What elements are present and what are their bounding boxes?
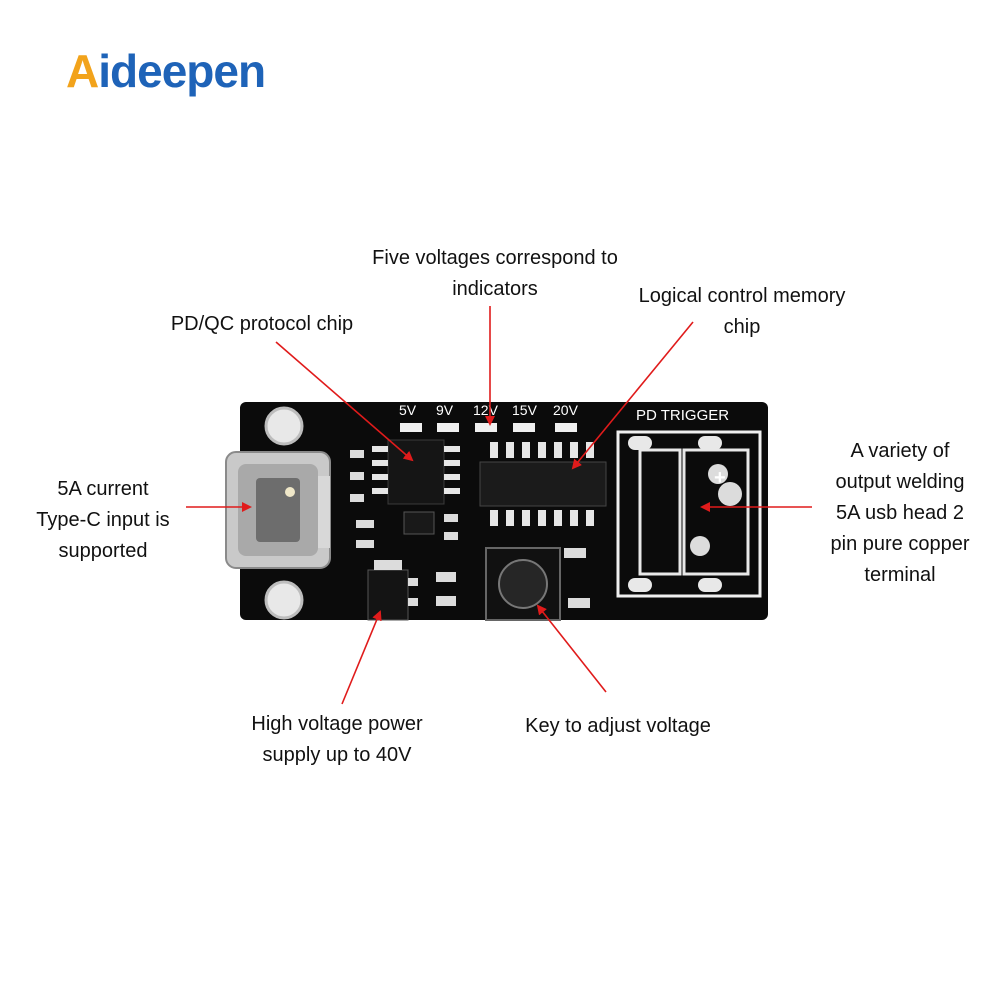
- pcb-board: PD TRIGGER 5V 9V 12V 15V 20V +: [225, 402, 768, 621]
- label-terminal: A variety of output welding 5A usb head …: [830, 440, 970, 586]
- label-five-voltages: Five voltages correspond to indicators: [372, 247, 618, 300]
- silkscreen-title: PD TRIGGER: [636, 407, 729, 424]
- logo-letter-a: A: [66, 45, 99, 97]
- pd-qc-chip: [372, 439, 460, 505]
- label-logic-chip: Logical control memory chip: [638, 285, 846, 338]
- silk-12v: 12V: [473, 402, 499, 418]
- arrow-pd-chip: [275, 341, 414, 462]
- arrow-high-voltage: [341, 610, 382, 705]
- silk-9v: 9V: [436, 402, 454, 418]
- type-c-connector: [225, 451, 331, 569]
- mounting-hole-top: [264, 406, 304, 446]
- voltage-leds: [400, 423, 577, 432]
- adjust-key: [485, 547, 561, 621]
- arrow-logic-chip: [571, 321, 694, 470]
- silk-20v: 20V: [553, 402, 579, 418]
- mounting-hole-bottom: [264, 580, 304, 620]
- label-pd-chip: PD/QC protocol chip: [170, 313, 354, 335]
- label-key: Key to adjust voltage: [525, 715, 711, 737]
- logic-control-chip: [479, 442, 607, 526]
- label-type-c: 5A current Type-C input is supported: [36, 478, 170, 562]
- silk-5v: 5V: [399, 402, 417, 418]
- silk-15v: 15V: [512, 402, 538, 418]
- silk-plus: +: [714, 467, 726, 489]
- annotation-arrows: [186, 306, 812, 705]
- logo-text: ideepen: [98, 45, 266, 97]
- label-high-voltage: High voltage power supply up to 40V: [251, 713, 423, 766]
- brand-logo: Aideepen: [66, 45, 266, 97]
- passive-components: [350, 450, 590, 608]
- output-terminal: [616, 430, 762, 598]
- arrow-key: [536, 604, 607, 693]
